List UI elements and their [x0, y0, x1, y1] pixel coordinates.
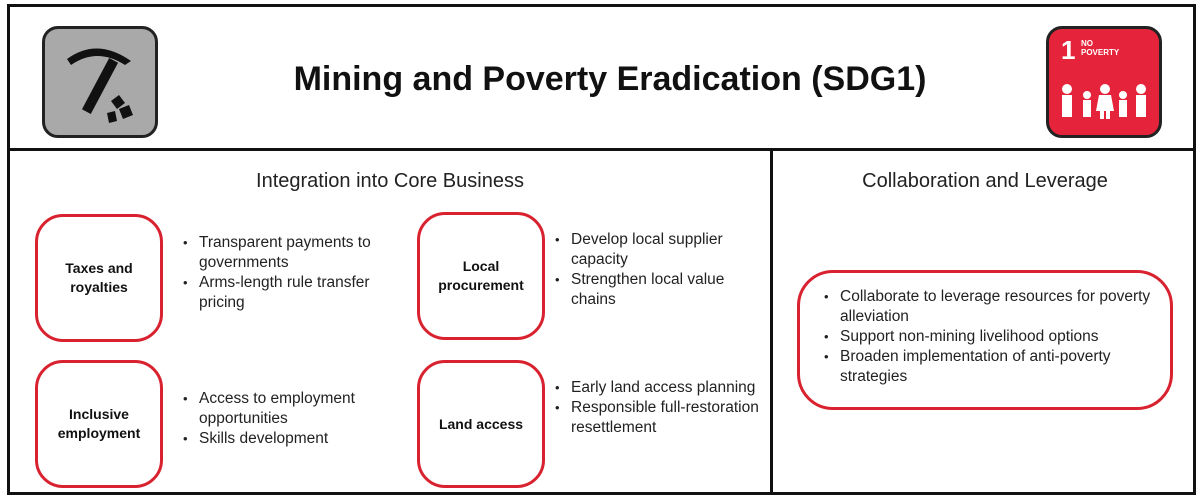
list-item: Access to employment opportunities [183, 389, 408, 429]
local-procurement-label: Local procurement [438, 258, 524, 293]
core-business-title: Integration into Core Business [256, 170, 524, 192]
land-access-box: Land access [417, 360, 545, 488]
inclusive-employment-bullets: Access to employment opportunities Skill… [183, 389, 408, 449]
family-icon [1062, 84, 1146, 119]
collaboration-box: Collaborate to leverage resources for po… [797, 270, 1173, 410]
sdg-label-line2: POVERTY [1081, 48, 1120, 57]
taxes-royalties-box: Taxes and royalties [35, 214, 163, 342]
list-item: Strengthen local value chains [555, 270, 760, 310]
list-item: Support non-mining livelihood options [824, 327, 1154, 347]
land-access-bullets: Early land access planning Responsible f… [555, 378, 760, 438]
list-item: Early land access planning [555, 378, 760, 398]
page-title: Mining and Poverty Eradication (SDG1) [293, 60, 927, 98]
list-item: Transparent payments to governments [183, 233, 408, 273]
inclusive-employment-label: Inclusive employment [57, 406, 141, 441]
list-item: Develop local supplier capacity [555, 230, 760, 270]
collaboration-bullets: Collaborate to leverage resources for po… [824, 287, 1154, 387]
list-item: Arms-length rule transfer pricing [183, 273, 408, 313]
sdg-no-poverty-icon: 1 NO POVERTY [1046, 26, 1162, 138]
land-access-label: Land access [438, 415, 524, 432]
taxes-royalties-bullets: Transparent payments to governments Arms… [183, 233, 408, 313]
taxes-royalties-label: Taxes and royalties [65, 260, 133, 295]
list-item: Responsible full-restoration resettlemen… [555, 398, 760, 438]
section-divider [770, 149, 773, 495]
local-procurement-bullets: Develop local supplier capacity Strength… [555, 230, 760, 310]
list-item: Collaborate to leverage resources for po… [824, 287, 1154, 327]
inclusive-employment-box: Inclusive employment [35, 360, 163, 488]
list-item: Broaden implementation of anti-poverty s… [824, 347, 1154, 387]
list-item: Skills development [183, 429, 408, 449]
sdg-label-line1: NO [1081, 39, 1093, 48]
sdg-label: NO POVERTY [1081, 39, 1121, 57]
sdg-number: 1 [1061, 35, 1076, 65]
collaboration-title: Collaboration and Leverage [862, 170, 1108, 192]
local-procurement-box: Local procurement [417, 212, 545, 340]
pickaxe-icon [42, 26, 158, 138]
header-panel [7, 4, 1196, 151]
